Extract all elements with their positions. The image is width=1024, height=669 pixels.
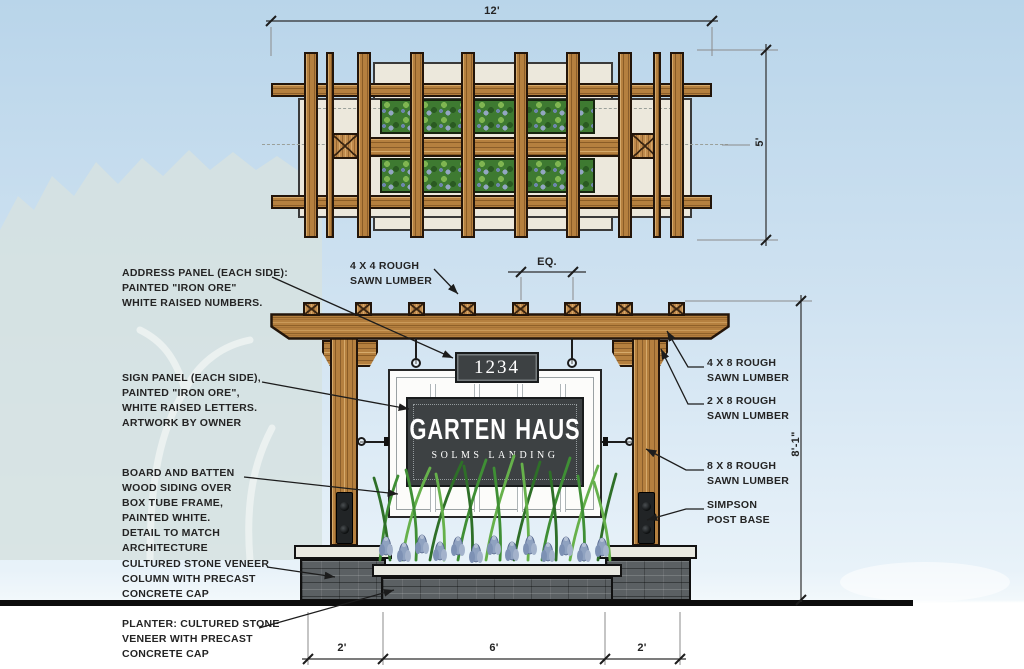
rafter-block	[355, 302, 372, 316]
simpson-post-base-left	[336, 492, 353, 544]
address-number: 1234	[474, 356, 520, 378]
tree-canopy	[0, 150, 322, 560]
callout-planter: PLANTER: CULTURED STONE VENEER WITH PREC…	[122, 618, 280, 660]
plan-rafter-slat	[410, 52, 424, 238]
extension-lines	[270, 27, 812, 665]
dim-plan-depth: 5'	[754, 137, 766, 147]
sign-tagline: SOLMS LANDING	[431, 450, 559, 461]
dim-plan-width: 12'	[484, 5, 500, 17]
callout-address-panel: ADDRESS PANEL (EACH SIDE): PAINTED "IRON…	[122, 267, 288, 309]
rod-eye-icon	[357, 437, 366, 446]
plan-rafter-slat	[670, 52, 684, 238]
plan-rafter-slat	[304, 52, 318, 238]
dim-rafter-spacing: EQ.	[537, 256, 557, 268]
plan-header-beam-front	[271, 83, 712, 97]
plan-post-right	[631, 133, 659, 159]
hanger-rod-left	[415, 338, 417, 364]
callout-sign-panel: SIGN PANEL (EACH SIDE), PAINTED "IRON OR…	[122, 372, 261, 429]
dimension-ticks	[265, 15, 807, 665]
plan-rafter-slat-narrow	[326, 52, 334, 238]
plan-rafter-slat	[357, 52, 371, 238]
dim-base-right: 2'	[637, 642, 647, 654]
callout-4x8-lumber: 4 X 8 ROUGH SAWN LUMBER	[707, 357, 790, 384]
rod-eye-icon	[625, 437, 634, 446]
plan-header-beam-back	[271, 195, 712, 209]
rafter-block	[564, 302, 581, 316]
rod-pin-icon	[384, 437, 389, 446]
bolt-icon	[642, 502, 651, 511]
ground-highlight	[840, 562, 1010, 602]
address-plaque: 1234	[455, 352, 539, 383]
planting-grasses	[372, 454, 618, 564]
bolt-icon	[340, 502, 349, 511]
rafter-block	[408, 302, 425, 316]
callout-4x4-lumber: 4 X 4 ROUGH SAWN LUMBER	[350, 260, 433, 287]
sign-brand-row: GARTEN HAUS	[410, 412, 580, 447]
bolt-icon	[642, 525, 651, 534]
plan-rafter-slat	[566, 52, 580, 238]
beam-4x8	[270, 313, 730, 340]
rafter-block	[616, 302, 633, 316]
hanger-rod-right	[571, 338, 573, 364]
callout-2x8-lumber: 2 X 8 ROUGH SAWN LUMBER	[707, 395, 790, 422]
rafter-block	[512, 302, 529, 316]
dim-base-center: 6'	[489, 642, 499, 654]
plan-rafter-slat	[514, 52, 528, 238]
sign-brand-right: HAUS	[515, 412, 581, 446]
plan-rafter-slat-narrow	[653, 52, 661, 238]
callout-stone-column: CULTURED STONE VENEER COLUMN WITH PRECAS…	[122, 558, 270, 600]
planter-concrete-cap	[372, 564, 622, 577]
callout-board-and-batten: BOARD AND BATTEN WOOD SIDING OVER BOX TU…	[122, 467, 235, 554]
side-rod-right	[602, 441, 632, 443]
plan-rafter-slat	[618, 52, 632, 238]
bolt-icon	[340, 525, 349, 534]
stone-column-left	[300, 559, 386, 601]
rod-pin-icon	[603, 437, 608, 446]
dim-overall-height: 8'-1"	[790, 431, 802, 457]
rafter-block	[668, 302, 685, 316]
dimension-lines	[266, 20, 802, 660]
tree-trunks	[136, 326, 276, 564]
plan-rafter-slat	[461, 52, 475, 238]
ground-line	[0, 600, 913, 606]
leader-lines	[243, 268, 704, 629]
callout-8x8-lumber: 8 X 8 ROUGH SAWN LUMBER	[707, 460, 790, 487]
rafter-block	[459, 302, 476, 316]
eye-bolt-icon	[411, 358, 421, 368]
side-rod-left	[360, 441, 388, 443]
plan-view	[0, 0, 1024, 260]
eye-bolt-icon	[567, 358, 577, 368]
callout-simpson-post-base: SIMPSON POST BASE	[707, 499, 770, 526]
sign-brand-left: GARTEN	[409, 412, 507, 446]
dim-base-left: 2'	[337, 642, 347, 654]
rafter-block	[303, 302, 320, 316]
